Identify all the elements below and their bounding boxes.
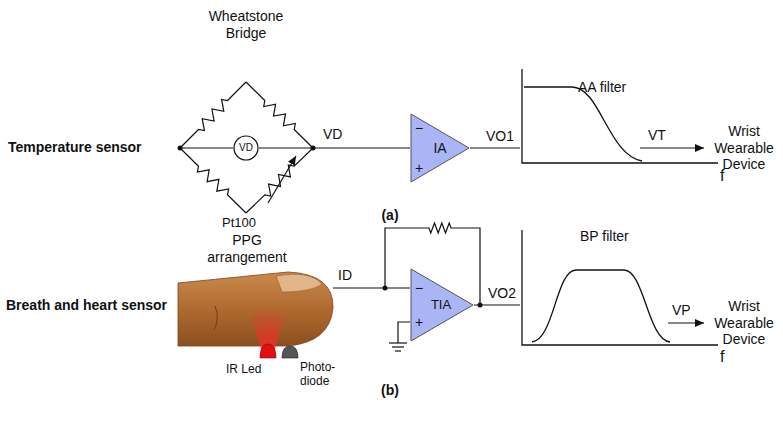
title-label: Wheatstone Bridge [196, 8, 296, 42]
node-text: BP filter [580, 228, 629, 244]
destination-label: Wrist Wearable Device [707, 123, 781, 173]
node-text: + [415, 314, 423, 330]
finger-illustration [178, 272, 333, 358]
signal-name: VT [648, 127, 666, 144]
signal-name: VP [672, 302, 691, 319]
signal-name: VO2 [488, 285, 516, 302]
output-arrow [668, 322, 704, 323]
signal-name: ID [338, 267, 352, 284]
signal-wire [474, 304, 520, 305]
panel-label: (a) [381, 207, 398, 224]
bridge-wire [180, 148, 410, 203]
node-text: IA [433, 140, 446, 156]
node-text: − [415, 120, 423, 136]
amplifier-triangle: TIA− + [410, 268, 474, 342]
node-text: TIA [431, 298, 451, 313]
panel-label: (b) [381, 382, 399, 399]
amplifier-triangle: IA− + [410, 113, 470, 183]
node-text: + [415, 160, 423, 176]
node-text: − [415, 280, 423, 296]
part-name: Pt100 [222, 215, 256, 231]
sensor-name: Temperature sensor [8, 139, 142, 156]
part-name: IR Led [226, 362, 261, 376]
filter-graph-outline [520, 226, 732, 368]
node-text: VD [239, 142, 253, 154]
part-name: Photo- diode [300, 360, 344, 389]
signal-wire [470, 147, 520, 148]
meter-circle: VD [233, 135, 259, 161]
signal-name: VO1 [486, 128, 514, 145]
destination-label: Wrist Wearable Device [707, 298, 781, 348]
filter-graph: BP filter f [520, 226, 732, 368]
sensor-name: Breath and heart sensor [6, 297, 167, 314]
title-label: PPG arrangement [197, 232, 297, 266]
output-arrow [640, 147, 704, 148]
filter-graph: AA filterf [520, 65, 732, 187]
tia-wire [333, 228, 480, 351]
signal-name: VD [323, 126, 342, 143]
node-text: AA filter [578, 79, 626, 95]
node-text: f [720, 348, 724, 366]
